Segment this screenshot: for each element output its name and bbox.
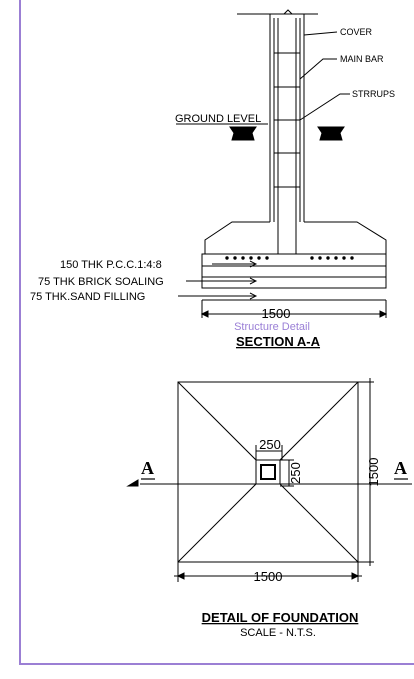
plan-title: DETAIL OF FOUNDATION <box>202 610 359 625</box>
label-pcc: 150 THK P.C.C.1:4:8 <box>60 259 162 271</box>
plan-bottom-dimension: 1500 <box>254 569 283 584</box>
foundation-plan <box>126 378 412 582</box>
ground-block-right <box>317 126 345 141</box>
plan-side-dimension: 1500 <box>366 458 381 487</box>
plan-scale: SCALE - N.T.S. <box>240 627 316 639</box>
label-brick: 75 THK BRICK SOALING <box>38 276 164 288</box>
section-title: SECTION A-A <box>236 334 321 349</box>
plan-column-width: 250 <box>259 437 281 452</box>
ground-block-left <box>229 126 257 141</box>
section-arrow-left <box>126 479 139 487</box>
label-main-bar: MAIN BAR <box>340 54 384 64</box>
rebar-dots <box>225 256 354 260</box>
label-cover: COVER <box>340 27 373 37</box>
section-a-a <box>176 9 388 318</box>
label-sand: 75 THK.SAND FILLING <box>30 291 145 303</box>
section-marker-right: A <box>394 458 407 478</box>
section-dimension: 1500 <box>262 306 291 321</box>
plan-column-depth: 250 <box>288 462 303 484</box>
section-marker-left: A <box>141 458 154 478</box>
sheet-border <box>19 0 414 665</box>
label-stirrups: STRRUPS <box>352 89 395 99</box>
label-ground-level: GROUND LEVEL <box>175 113 261 125</box>
watermark: Structure Detail <box>234 321 310 333</box>
